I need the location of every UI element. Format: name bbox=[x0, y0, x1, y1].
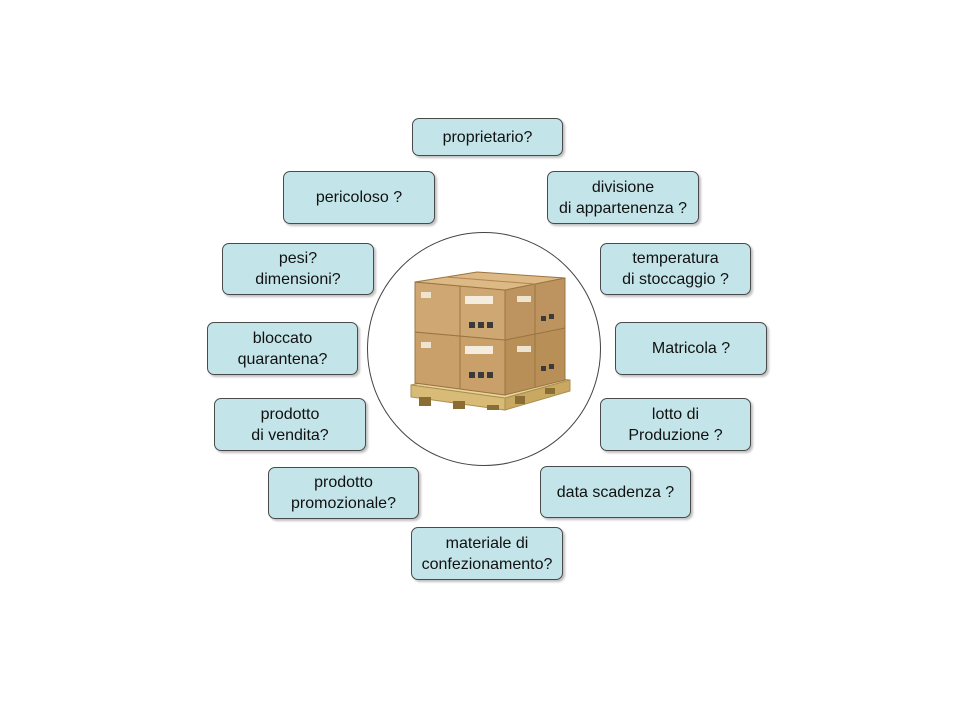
question-pesi: pesi? dimensioni? bbox=[222, 243, 374, 295]
question-matricola: Matricola ? bbox=[615, 322, 767, 375]
question-scadenza: data scadenza ? bbox=[540, 466, 691, 518]
question-materiale: materiale di confezionamento? bbox=[411, 527, 563, 580]
question-lotto: lotto di Produzione ? bbox=[600, 398, 751, 451]
question-pericoloso: pericoloso ? bbox=[283, 171, 435, 224]
question-proprietario: proprietario? bbox=[412, 118, 563, 156]
question-promozionale: prodotto promozionale? bbox=[268, 467, 419, 519]
question-vendita: prodotto di vendita? bbox=[214, 398, 366, 451]
question-divisione: divisione di appartenenza ? bbox=[547, 171, 699, 224]
pallet-of-boxes-icon bbox=[410, 271, 571, 411]
question-temperatura: temperatura di stoccaggio ? bbox=[600, 243, 751, 295]
question-bloccato: bloccato quarantena? bbox=[207, 322, 358, 375]
